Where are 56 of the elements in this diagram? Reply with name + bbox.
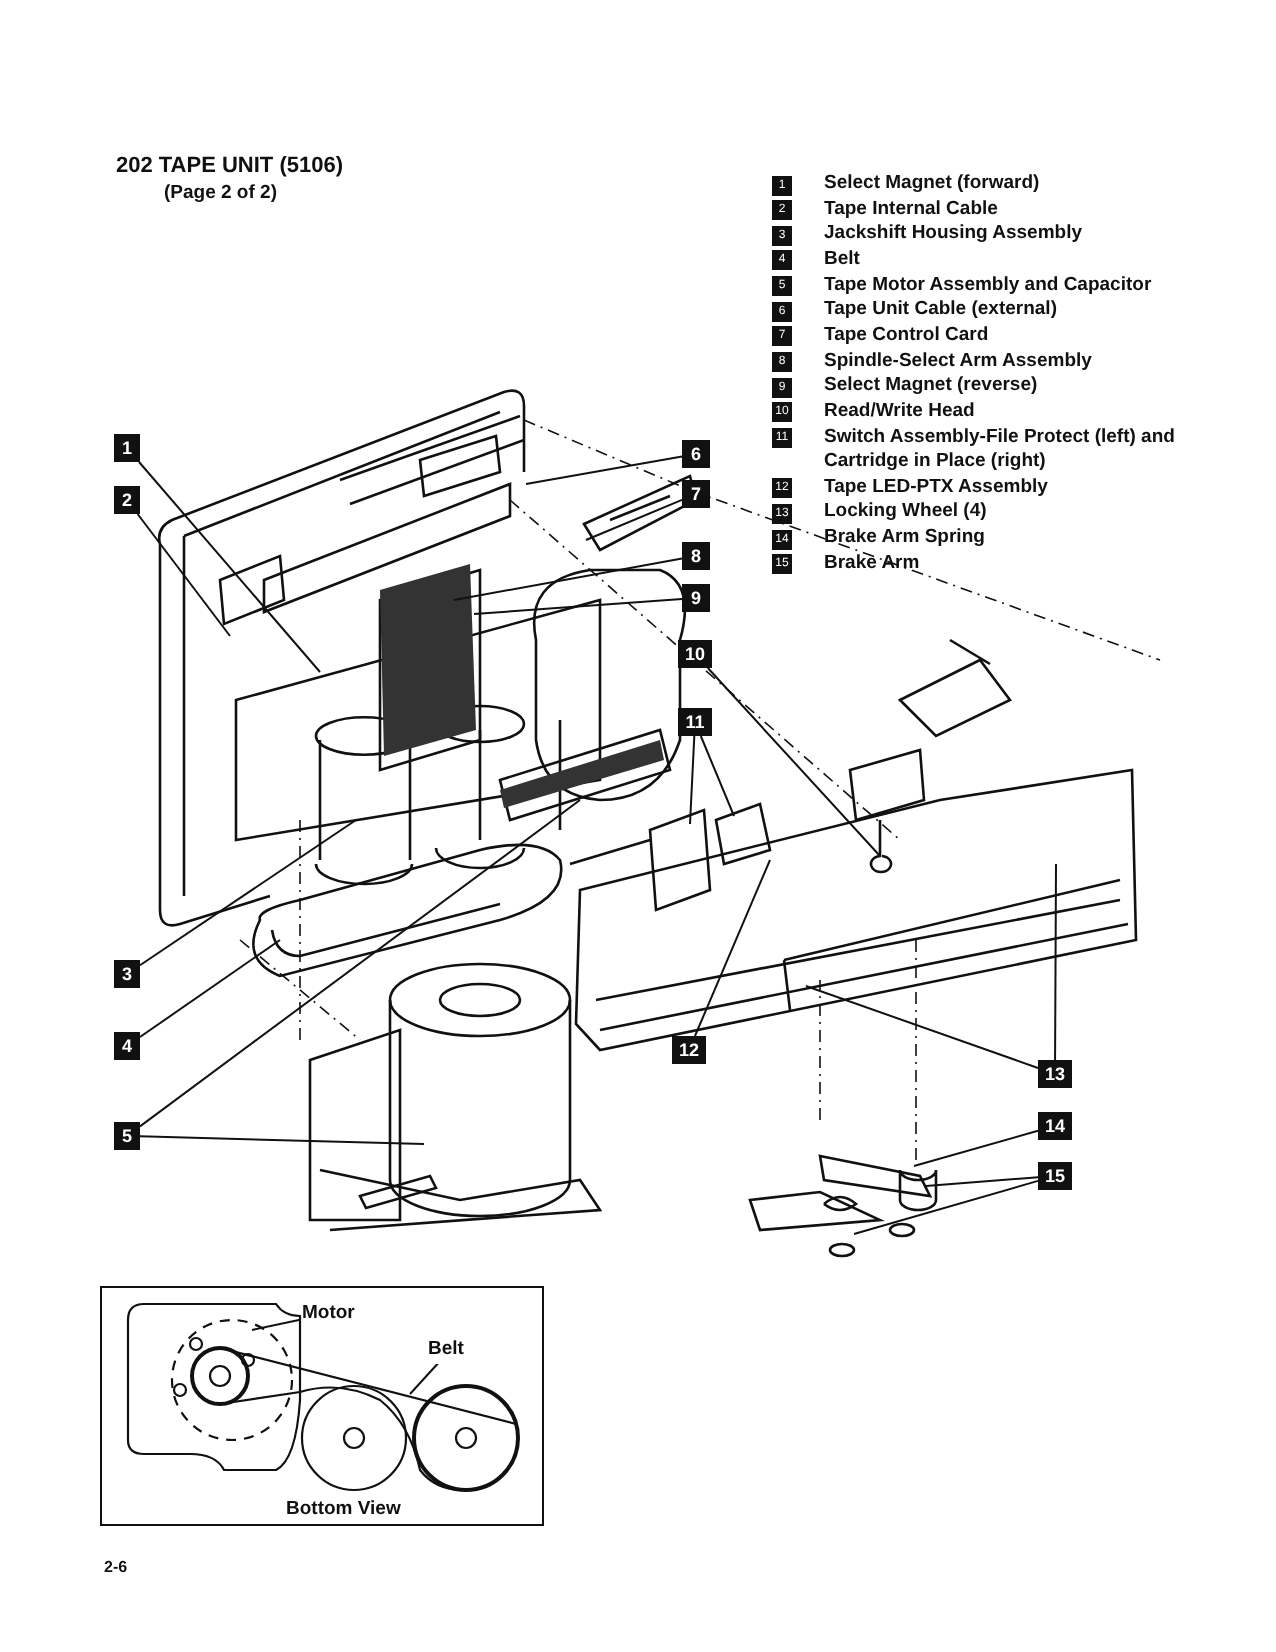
leader-line <box>699 735 735 817</box>
part-name: Tape Motor Assembly and Capacitor <box>824 273 1154 299</box>
leader-line <box>913 1129 1039 1167</box>
leader-line <box>409 1361 441 1395</box>
callout-number: 10 <box>678 640 712 668</box>
callout-number: 1 <box>114 434 140 462</box>
part-name: Switch Assembly-File Protect (left) and Cartridge in Place (right) <box>824 425 1177 476</box>
callout-number: 11 <box>678 708 712 736</box>
page-number: 2-6 <box>104 1558 128 1576</box>
leader-line <box>706 667 881 857</box>
callout-number: 12 <box>672 1036 706 1064</box>
part-name: Read/Write Head <box>824 399 977 425</box>
callout-number: 4 <box>114 1032 140 1060</box>
part-name: Jackshift Housing Assembly <box>824 222 1084 248</box>
callout-number: 7 <box>682 480 710 508</box>
leader-line <box>1054 863 1057 1061</box>
page-title: 202 TAPE UNIT (5106) <box>116 154 344 178</box>
part-name: Tape Unit Cable (external) <box>824 298 1059 324</box>
page-subtitle: (Page 2 of 2) <box>164 182 277 204</box>
part-name: Brake Arm Spring <box>824 526 987 552</box>
inset-frame <box>100 1286 544 1526</box>
leader-line <box>585 498 683 541</box>
leader-line <box>525 455 683 485</box>
part-name: Belt <box>824 247 862 274</box>
view-caption: Bottom View <box>286 1498 401 1520</box>
callout-number: 2 <box>114 486 140 514</box>
part-name: Select Magnet (reverse) <box>824 374 1040 400</box>
leader-line <box>251 1318 301 1331</box>
callout-number: 6 <box>682 440 710 468</box>
part-name: Tape Internal Cable <box>824 197 1000 223</box>
part-name: Spindle-Select Arm Assembly <box>824 349 1094 375</box>
part-name: Tape Control Card <box>824 323 991 349</box>
leader-line <box>139 819 357 967</box>
leader-line <box>139 799 581 1128</box>
callout-number: 13 <box>1038 1060 1072 1088</box>
leader-line <box>473 598 683 615</box>
part-name: Locking Wheel (4) <box>824 500 989 527</box>
callout-number: 14 <box>1038 1112 1072 1140</box>
leader-line <box>693 859 771 1037</box>
leader-line <box>138 461 321 673</box>
leader-line <box>139 939 281 1038</box>
callout-number: 8 <box>682 542 710 570</box>
leader-line <box>689 735 696 825</box>
leader-line <box>453 557 683 601</box>
callout-number: 9 <box>682 584 710 612</box>
leader-line <box>925 1176 1039 1187</box>
callout-number: 3 <box>114 960 140 988</box>
leader-line <box>853 1179 1039 1235</box>
leader-line <box>136 513 231 637</box>
part-name: Select Magnet (forward) <box>824 172 1042 198</box>
callout-number: 15 <box>1038 1162 1072 1190</box>
part-name: Brake Arm <box>824 551 922 577</box>
callout-number: 5 <box>114 1122 140 1150</box>
part-name: Tape LED-PTX Assembly <box>824 475 1050 501</box>
leader-line <box>805 985 1039 1069</box>
leader-line <box>139 1135 425 1145</box>
